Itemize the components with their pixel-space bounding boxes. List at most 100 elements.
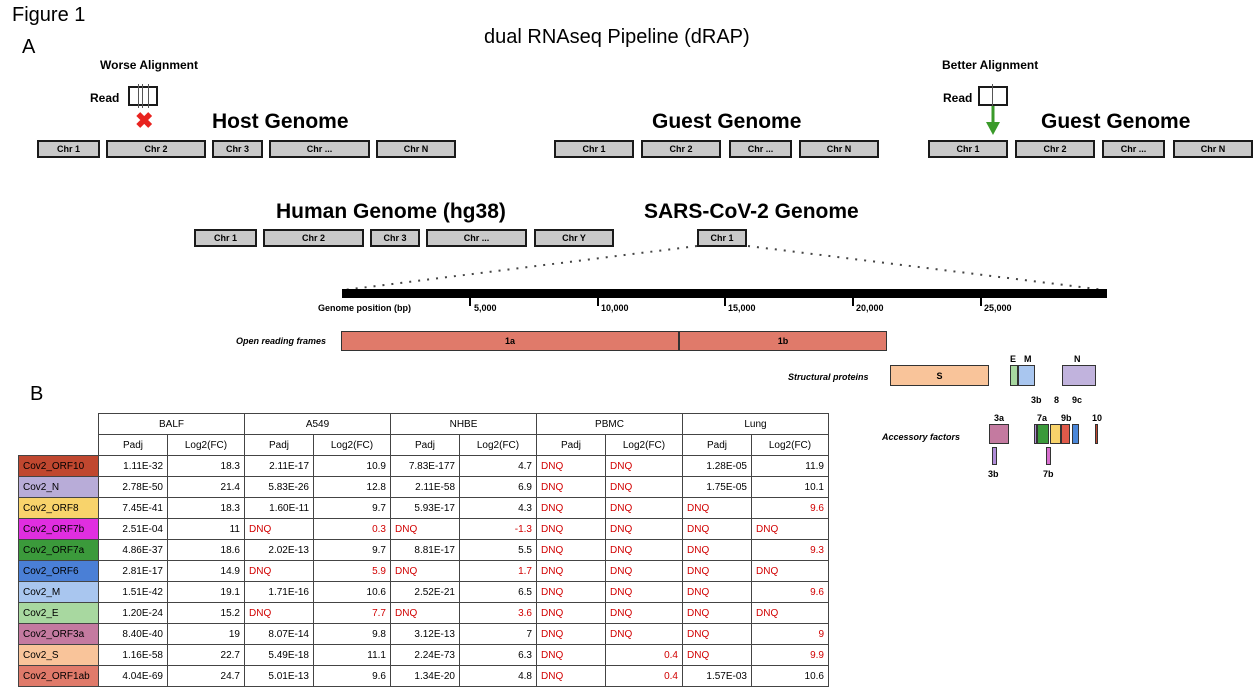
zoom-line-right — [747, 245, 1106, 291]
guest-chr-2-right: Chr 2 — [1015, 140, 1095, 158]
tick-label-5000: 5,000 — [474, 303, 497, 313]
table-cell: DNQ — [682, 623, 752, 645]
acc-8-box — [1050, 424, 1061, 444]
table-cell: 6.3 — [459, 644, 537, 666]
table-cell: 2.24E-73 — [390, 644, 460, 666]
orf-label: Open reading frames — [236, 336, 327, 346]
panel-b-label: B — [30, 383, 44, 405]
table-cell: DNQ — [536, 602, 606, 624]
table-cell: 3.6 — [459, 602, 537, 624]
table-cell: DNQ — [605, 623, 683, 645]
table-cell: 1.7 — [459, 560, 537, 582]
table-cell: 22.7 — [167, 644, 245, 666]
table-cell: DNQ — [751, 560, 829, 582]
table-cell: 11.1 — [313, 644, 391, 666]
acc-7a-label: 7a — [1037, 413, 1048, 423]
table-cell: 5.5 — [459, 539, 537, 561]
table-cell: DNQ — [536, 497, 606, 519]
table-cell: DNQ — [605, 455, 683, 477]
group-header-nhbe: NHBE — [390, 413, 537, 435]
table-cell: 1.34E-20 — [390, 665, 460, 687]
subheader-log2fc: Log2(FC) — [459, 434, 537, 456]
table-cell: 0.4 — [605, 665, 683, 687]
table-cell: 9.6 — [751, 497, 829, 519]
table-cell: 19 — [167, 623, 245, 645]
table-cell: DNQ — [536, 560, 606, 582]
table-cell: DNQ — [605, 602, 683, 624]
acc-3b-bottom-box — [992, 447, 997, 465]
group-header-balf: BALF — [98, 413, 245, 435]
table-cell: 15.2 — [167, 602, 245, 624]
table-cell: 9.8 — [313, 623, 391, 645]
tick-label-15000: 15,000 — [728, 303, 756, 313]
row-label: Cov2_E — [18, 602, 99, 624]
human-chr-y: Chr Y — [534, 229, 614, 247]
human-genome-title: Human Genome (hg38) — [276, 200, 506, 223]
table-cell: 2.51E-04 — [98, 518, 168, 540]
table-cell: DNQ — [536, 476, 606, 498]
table-cell: 2.52E-21 — [390, 581, 460, 603]
table-cell: 10.6 — [751, 665, 829, 687]
table-cell: 6.5 — [459, 581, 537, 603]
subheader-padj: Padj — [682, 434, 752, 456]
table-cell: DNQ — [682, 581, 752, 603]
table-cell: 11 — [167, 518, 245, 540]
row-label: Cov2_N — [18, 476, 99, 498]
table-cell: 7 — [459, 623, 537, 645]
table-cell: 1.71E-16 — [244, 581, 314, 603]
table-cell: 1.11E-32 — [98, 455, 168, 477]
row-label: Cov2_M — [18, 581, 99, 603]
table-cell: 1.16E-58 — [98, 644, 168, 666]
genome-bar — [342, 289, 1107, 298]
table-cell: 3.12E-13 — [390, 623, 460, 645]
tick-label-25000: 25,000 — [984, 303, 1012, 313]
table-cell: DNQ — [390, 518, 460, 540]
table-cell: 7.7 — [313, 602, 391, 624]
guest-genome-title-middle: Guest Genome — [652, 110, 802, 133]
structural-label: Structural proteins — [788, 372, 869, 382]
acc-3b-box — [1034, 424, 1037, 444]
table-cell: DNQ — [536, 539, 606, 561]
read-label-right: Read — [943, 91, 973, 105]
table-cell: DNQ — [605, 476, 683, 498]
table-cell: 4.3 — [459, 497, 537, 519]
table-cell: 24.7 — [167, 665, 245, 687]
table-cell: DNQ — [751, 602, 829, 624]
group-header-pbmc: PBMC — [536, 413, 683, 435]
acc-3a-label: 3a — [994, 413, 1005, 423]
acc-7a-box — [1037, 424, 1049, 444]
struct-e-label: E — [1010, 354, 1017, 364]
human-chr-etc: Chr ... — [426, 229, 527, 247]
row-label: Cov2_ORF7a — [18, 539, 99, 561]
table-cell: 2.11E-58 — [390, 476, 460, 498]
table-cell: DNQ — [682, 497, 752, 519]
host-genome-title: Host Genome — [212, 110, 349, 133]
table-cell: DNQ — [536, 518, 606, 540]
acc-9c-label: 9c — [1072, 395, 1083, 405]
subheader-log2fc: Log2(FC) — [167, 434, 245, 456]
acc-10-label: 10 — [1092, 413, 1103, 423]
guest-chr-etc-middle: Chr ... — [729, 140, 792, 158]
table-cell: 10.6 — [313, 581, 391, 603]
table-cell: 8.40E-40 — [98, 623, 168, 645]
struct-s: S — [890, 365, 989, 386]
table-cell: 19.1 — [167, 581, 245, 603]
subheader-padj: Padj — [98, 434, 168, 456]
tick-label-10000: 10,000 — [601, 303, 629, 313]
zoom-line-left — [343, 245, 698, 291]
table-cell: 11.9 — [751, 455, 829, 477]
table-cell: 9.7 — [313, 539, 391, 561]
table-cell: 14.9 — [167, 560, 245, 582]
struct-m-box — [1018, 365, 1035, 386]
orf-1a: 1a — [341, 331, 679, 351]
acc-9b-label: 9b — [1061, 413, 1072, 423]
table-cell: 2.02E-13 — [244, 539, 314, 561]
table-cell: DNQ — [536, 581, 606, 603]
table-cell: 2.78E-50 — [98, 476, 168, 498]
table-cell: 8.81E-17 — [390, 539, 460, 561]
table-cell: DNQ — [390, 560, 460, 582]
panel-a-label: A — [22, 36, 36, 58]
